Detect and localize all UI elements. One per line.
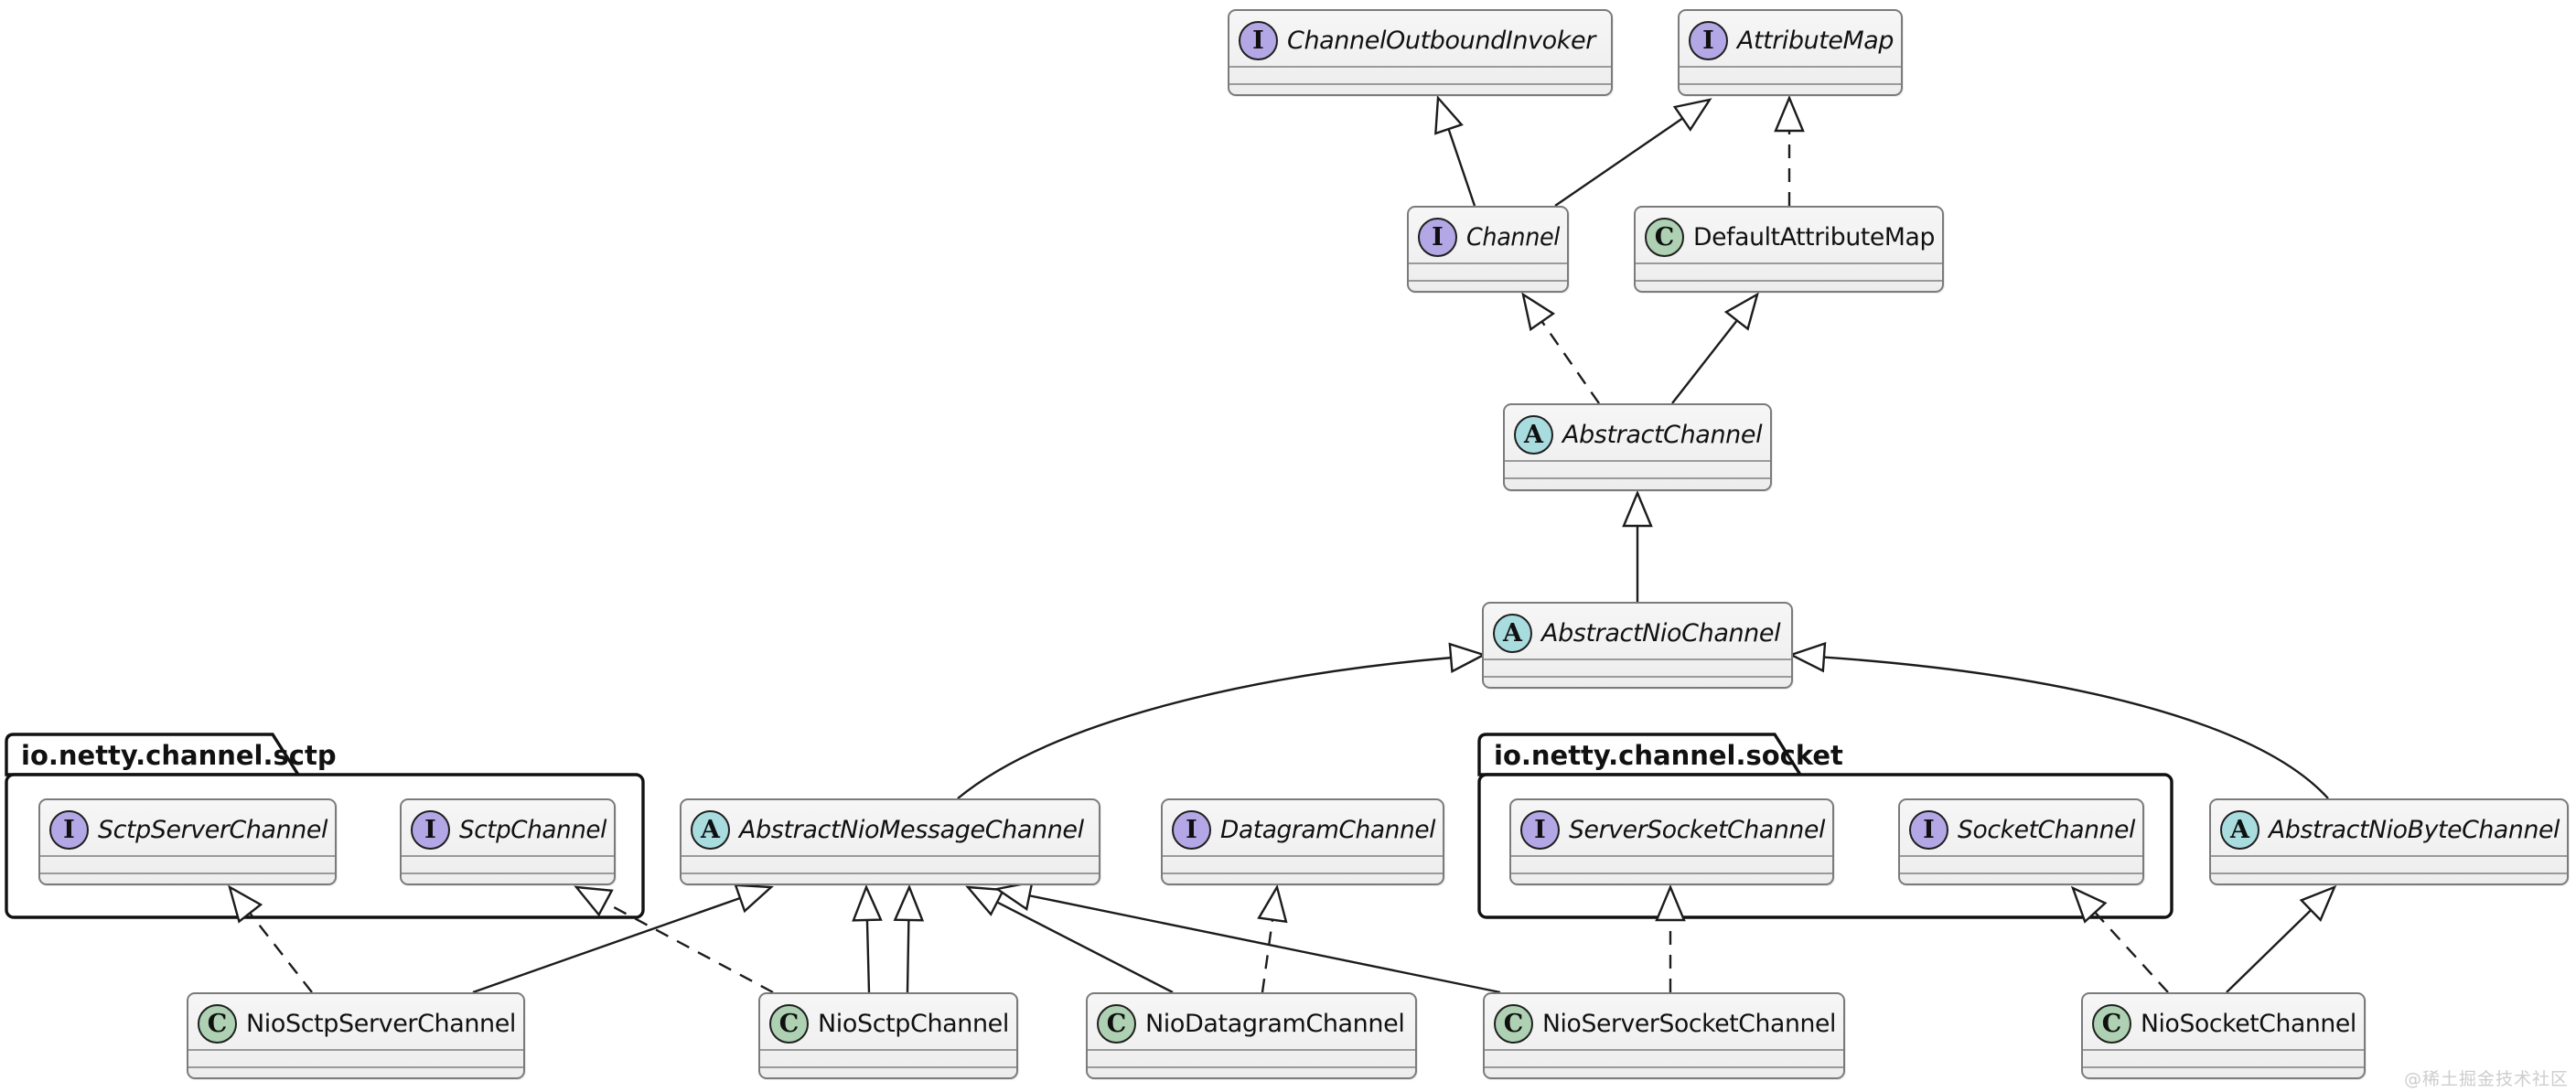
edge-Channel-to-ChannelOutboundInvoker [1434,95,1476,207]
extends-line [865,919,871,993]
extends-line [1823,656,2329,799]
edge-AbstractNioMessageChannel-to-AbstractNioChannel [957,642,1487,799]
package-body [5,773,645,919]
edge-NioServerSocketChannel-to-AbstractNioMessageChannel [993,881,1501,994]
extends-line [472,896,741,994]
edge-NioSocketChannel-to-SocketChannel [2070,885,2169,993]
extends-line [1671,319,1738,404]
package-tab [1477,733,1804,776]
extends-line [1029,894,1501,994]
edge-NioSctpChannel-to-AbstractNioMessageChannel [893,883,925,993]
edge-AbstractChannel-to-DefaultAttributeMap [1671,292,1759,404]
edge-DefaultAttributeMap-to-AttributeMap [1774,94,1805,206]
hollow-triangle-arrowhead-icon [734,883,774,914]
hollow-triangle-arrowhead-icon [852,883,883,922]
hollow-triangle-arrowhead-icon [993,881,1034,911]
hollow-triangle-arrowhead-icon [1257,883,1288,924]
extends-line [1554,117,1683,207]
hollow-triangle-arrowhead-icon [1448,642,1487,673]
extends-line [1447,128,1476,207]
extends-line [996,901,1174,994]
hollow-triangle-arrowhead-icon [574,885,614,917]
implements-line [1261,919,1274,993]
edge-NioSctpChannel-to-AbstractNioMessageChannel [852,883,883,993]
implements-line [605,901,774,994]
hollow-triangle-arrowhead-icon [1672,98,1712,132]
package-socket: io.netty.channel.socket [1477,733,2174,919]
package-tab [5,733,302,776]
edge-AbstractChannel-to-Channel [1521,292,1600,404]
package-label-socket: io.netty.channel.socket [1494,740,1843,771]
hollow-triangle-arrowhead-icon [1622,489,1653,528]
extends-line [2226,909,2313,993]
package-label-sctp: io.netty.channel.sctp [21,740,337,771]
edge-NioDatagramChannel-to-DatagramChannel [1257,883,1288,993]
package-sctp: io.netty.channel.sctp [5,733,645,919]
hollow-triangle-arrowhead-icon [1787,641,1827,673]
implements-line [249,912,313,993]
edge-NioServerSocketChannel-to-ServerSocketChannel [1655,883,1686,992]
implements-line [1540,320,1600,404]
hollow-triangle-arrowhead-icon [228,884,263,924]
package-body [1477,773,2174,919]
edge-NioSctpServerChannel-to-AbstractNioMessageChannel [472,883,774,994]
hollow-triangle-arrowhead-icon [2299,884,2337,922]
hollow-triangle-arrowhead-icon [1434,95,1464,135]
extends-line [957,656,1452,799]
edge-Channel-to-AttributeMap [1554,98,1712,207]
watermark-text: @稀土掘金技术社区 [2403,1069,2569,1089]
hollow-triangle-arrowhead-icon [1521,292,1556,332]
hollow-triangle-arrowhead-icon [2070,885,2108,924]
edge-NioDatagramChannel-to-AbstractNioMessageChannel [965,885,1174,994]
hollow-triangle-arrowhead-icon [1774,94,1805,133]
edge-NioSocketChannel-to-AbstractNioByteChannel [2226,884,2337,993]
hollow-triangle-arrowhead-icon [1723,292,1759,331]
hollow-triangle-arrowhead-icon [893,883,925,922]
hollow-triangle-arrowhead-icon [965,885,1005,916]
implements-line [2094,911,2169,993]
extends-line [906,919,910,993]
edge-NioSctpServerChannel-to-SctpServerChannel [228,884,313,993]
edge-AbstractNioByteChannel-to-AbstractNioChannel [1787,641,2329,799]
edge-NioSctpChannel-to-SctpChannel [574,885,774,994]
edge-AbstractNioChannel-to-AbstractChannel [1622,489,1653,602]
hollow-triangle-arrowhead-icon [1655,883,1686,922]
